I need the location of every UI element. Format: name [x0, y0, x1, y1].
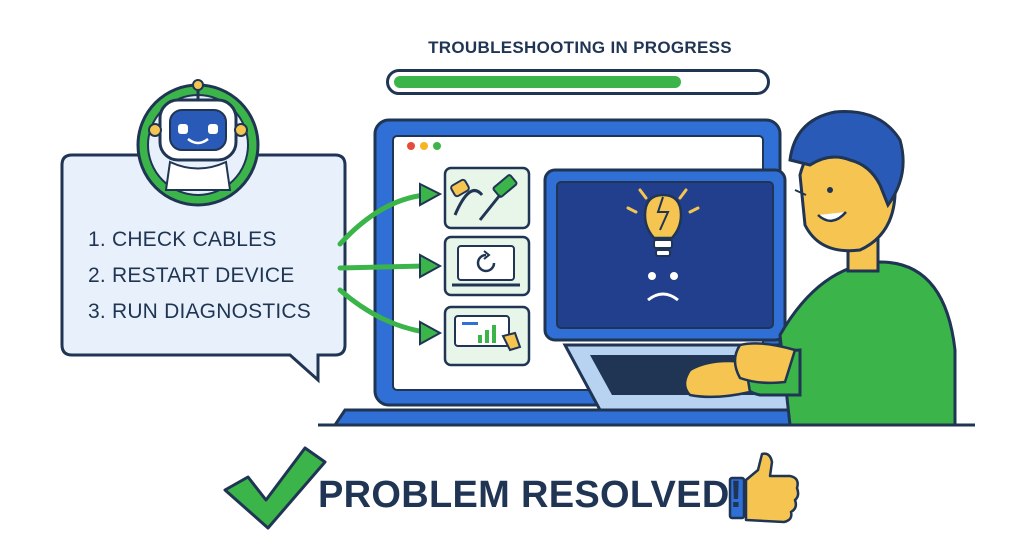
- step-3: 3. RUN DIAGNOSTICS: [88, 300, 311, 323]
- robot-avatar-icon: [136, 79, 260, 207]
- restart-icon: [443, 235, 531, 297]
- progress-title: TROUBLESHOOTING IN PROGRESS: [428, 38, 732, 57]
- sad-face-icon: [647, 272, 679, 302]
- person: [683, 110, 957, 427]
- progress-bar: [386, 69, 770, 95]
- checkmark-icon: [223, 446, 327, 530]
- diagnostics-icon: [443, 305, 531, 367]
- cable-icon: [443, 166, 531, 230]
- step-2: 2. RESTART DEVICE: [88, 264, 295, 287]
- progress-bar-fill: [394, 76, 681, 88]
- speech-bubble: [60, 153, 347, 384]
- lightbulb-icon: [626, 188, 700, 257]
- thumbs-up-icon: [728, 452, 800, 524]
- troubleshooting-steps: 1. CHECK CABLES 2. RESTART DEVICE 3. RUN…: [88, 222, 311, 330]
- step-1: 1. CHECK CABLES: [88, 228, 277, 251]
- step-arrows: [337, 192, 428, 335]
- problem-resolved-text: PROBLEM RESOLVED!: [318, 474, 743, 516]
